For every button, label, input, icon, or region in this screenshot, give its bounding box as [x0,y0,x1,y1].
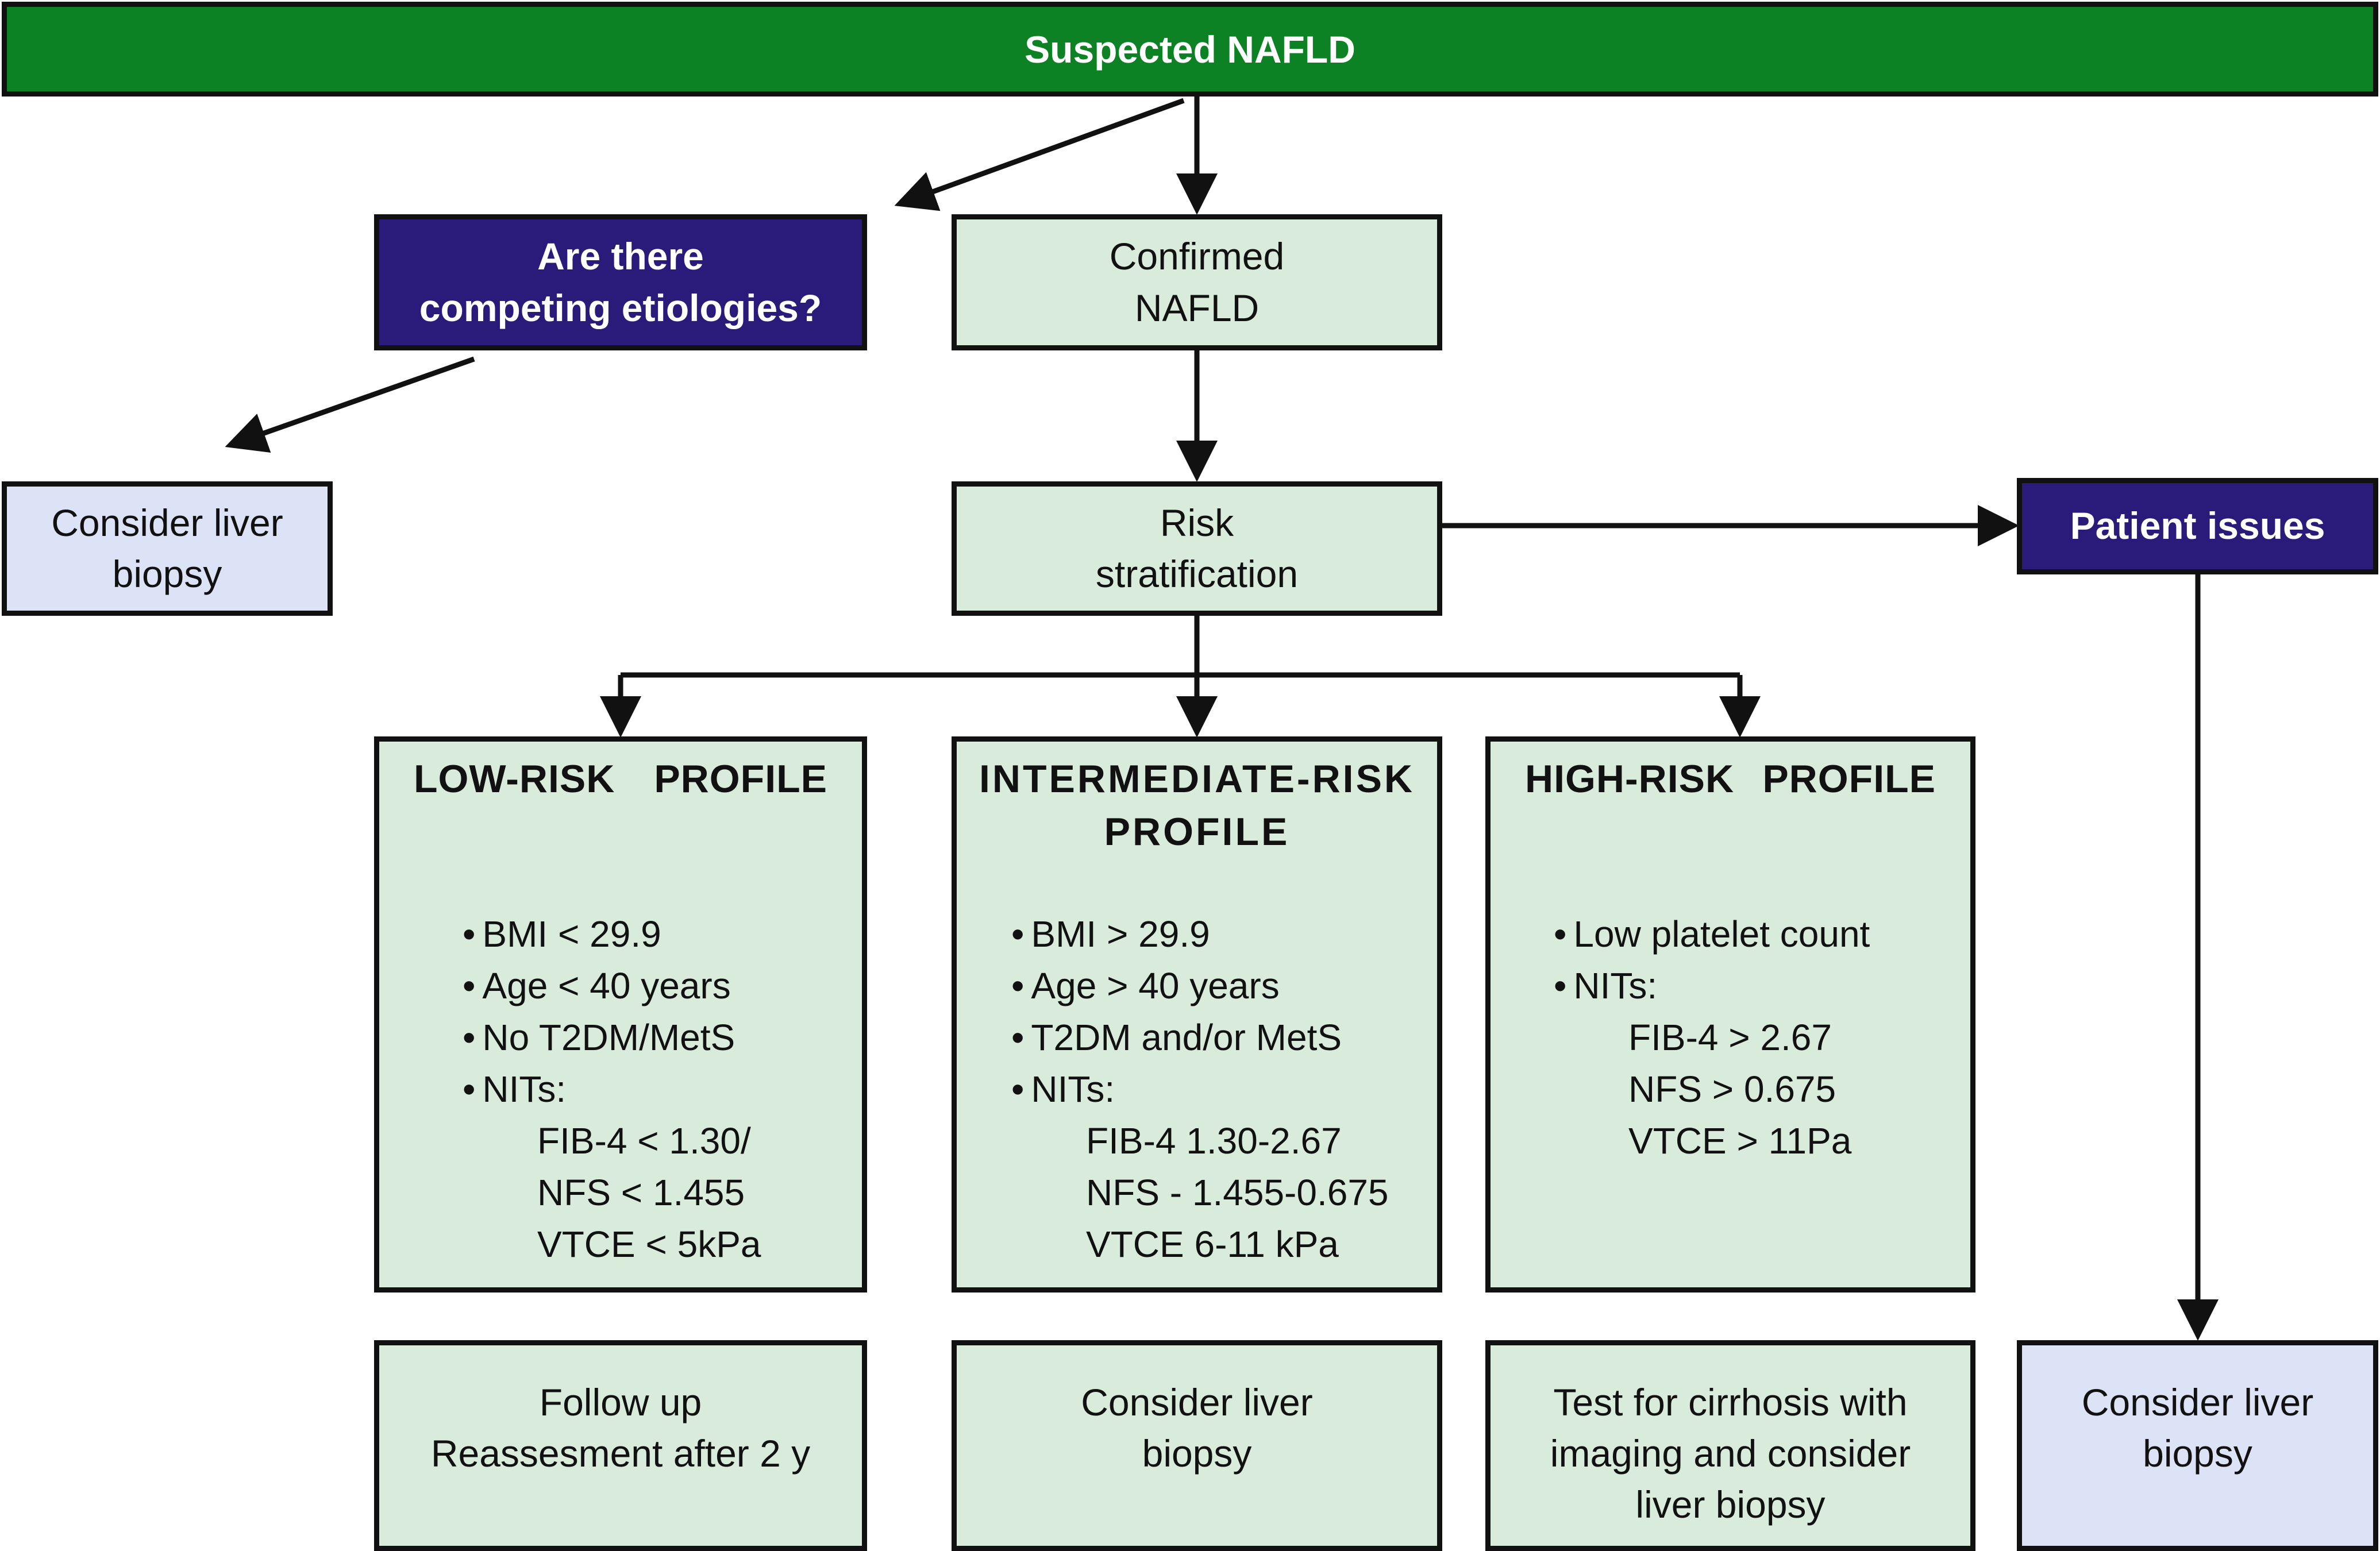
list-item: Low platelet count [1554,908,1870,960]
intermediate-risk-profile-box: INTERMEDIATE-RISK PROFILE BMI > 29.9 Age… [952,736,1442,1292]
patient-outcome-line-2: biopsy [2143,1432,2252,1475]
high-outcome-line-2: imaging and consider [1550,1432,1911,1475]
intermediate-risk-criteria: BMI > 29.9 Age > 40 years T2DM and/or Me… [1011,908,1389,1270]
high-outcome-line-1: Test for cirrhosis with [1553,1381,1908,1423]
confirmed-line-1: Confirmed [1109,235,1285,278]
nit-item: NFS < 1.455 [537,1172,745,1213]
list-item: NITs: [463,1063,761,1115]
list-item: Age > 40 years [1011,960,1389,1012]
low-risk-title: LOW-RISK PROFILE [379,753,862,806]
patient-outcome-line-1: Consider liver [2081,1381,2314,1423]
low-risk-criteria: BMI < 29.9 Age < 40 years No T2DM/MetS N… [463,908,761,1270]
left-biopsy-line-2: biopsy [112,553,222,595]
list-item: BMI > 29.9 [1011,908,1389,960]
high-outcome-line-3: liver biopsy [1635,1483,1826,1526]
high-risk-title-left: HIGH-RISK [1525,757,1735,801]
nit-item: VTCE < 5kPa [537,1224,761,1265]
high-risk-title-right: PROFILE [1762,757,1936,801]
list-item: No T2DM/MetS [463,1012,761,1063]
high-risk-title: HIGH-RISK PROFILE [1491,753,1970,806]
confirmed-nafld-box: Confirmed NAFLD [952,214,1442,350]
competing-line-1: Are there [537,235,704,278]
list-item: T2DM and/or MetS [1011,1012,1389,1063]
low-outcome-line-2: Reassesment after 2 y [430,1432,811,1475]
nit-item: FIB-4 > 2.67 [1628,1017,1832,1058]
left-consider-biopsy-box: Consider liver biopsy [2,481,333,616]
high-risk-profile-box: HIGH-RISK PROFILE Low platelet count NIT… [1485,736,1975,1292]
intermediate-title-line-2: PROFILE [1104,809,1290,854]
patient-issues-box: Patient issues [2017,478,2378,574]
intermediate-title-line-1: INTERMEDIATE-RISK [979,757,1415,801]
list-item: Age < 40 years [463,960,761,1012]
arrow-competing-to-biopsy [225,356,475,453]
risk-line-2: stratification [1095,553,1299,595]
suspected-nafld-header: Suspected NAFLD [2,2,2378,97]
low-risk-title-left: LOW-RISK [414,757,615,801]
list-item: BMI < 29.9 [463,908,761,960]
competing-line-2: competing etiologies? [419,286,822,329]
low-risk-title-right: PROFILE [654,757,827,801]
high-risk-criteria: Low platelet count NITs: FIB-4 > 2.67 NF… [1554,908,1870,1167]
intermediate-outcome-box: Consider liver biopsy [952,1340,1442,1551]
low-risk-outcome-box: Follow up Reassesment after 2 y [374,1340,867,1551]
nit-item: FIB-4 1.30-2.67 [1086,1120,1342,1162]
nit-item: VTCE 6-11 kPa [1086,1224,1339,1265]
risk-line-1: Risk [1160,501,1234,544]
low-outcome-line-1: Follow up [539,1381,702,1423]
list-item: NITs: [1554,960,1870,1012]
intermediate-risk-title: INTERMEDIATE-RISK PROFILE [957,753,1437,859]
intermediate-outcome-line-1: Consider liver [1081,1381,1313,1423]
confirmed-line-2: NAFLD [1134,286,1260,329]
nit-item: NFS - 1.455-0.675 [1086,1172,1389,1213]
patient-consider-biopsy-box: Consider liver biopsy [2017,1340,2378,1551]
patient-issues-label: Patient issues [2070,504,2325,547]
high-risk-outcome-box: Test for cirrhosis with imaging and cons… [1485,1340,1975,1551]
list-item: NITs: [1011,1063,1389,1115]
nit-item: VTCE > 11Pa [1628,1120,1852,1162]
intermediate-outcome-line-2: biopsy [1142,1432,1252,1475]
arrow-suspected-to-competing [894,98,1185,211]
nit-item: FIB-4 < 1.30/ [537,1120,751,1162]
header-title: Suspected NAFLD [1025,28,1355,71]
risk-stratification-box: Risk stratification [952,481,1442,616]
nit-item: NFS > 0.675 [1628,1068,1836,1110]
low-risk-profile-box: LOW-RISK PROFILE BMI < 29.9 Age < 40 yea… [374,736,867,1292]
competing-etiologies-box: Are there competing etiologies? [374,214,867,350]
left-biopsy-line-1: Consider liver [51,501,283,544]
